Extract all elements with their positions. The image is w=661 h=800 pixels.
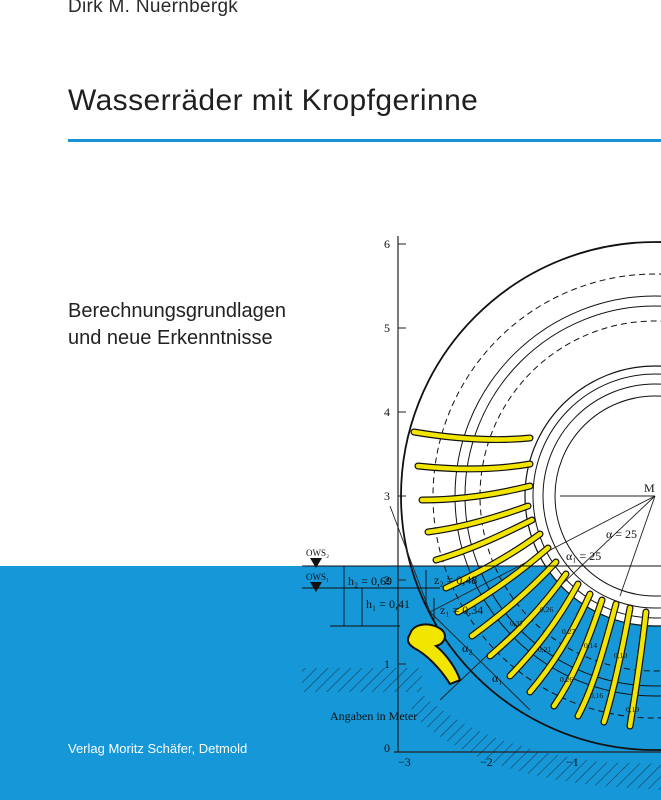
- y-tick-0: 0: [384, 741, 390, 755]
- z1-label: z₁ = 0,34: [440, 603, 483, 617]
- ows1-marker: [310, 582, 322, 592]
- y-tick-4: 4: [384, 405, 390, 419]
- alpha1b-label: α₁: [492, 671, 502, 685]
- h2-label: h₂ = 0,69: [348, 574, 392, 588]
- alpha-label: α = 25: [606, 527, 637, 541]
- small-values: 0,26 0,37 0,27 0,21 0,14 0,10 0,26 0,16 …: [510, 605, 639, 714]
- small-value: 0,21: [538, 645, 551, 654]
- wheel-inner-ring-2: [532, 373, 661, 619]
- y-tick-3: 3: [384, 489, 390, 503]
- x-tick-minus-3: −3: [398, 755, 411, 769]
- wheel-inner-ring-4: [554, 395, 661, 597]
- y-tick-6: 6: [384, 237, 390, 251]
- center-label: M: [644, 481, 655, 495]
- y-ticks-marks: [398, 243, 406, 665]
- title-underline: [68, 139, 661, 142]
- subtitle-line-2: und neue Erkenntnisse: [68, 327, 273, 349]
- ground-hatch-arc: [410, 692, 661, 790]
- y-tick-2: 2: [384, 573, 390, 587]
- units-note: Angaben in Meter: [330, 709, 417, 723]
- wheel-inner-ring-3: [542, 383, 661, 609]
- small-value: 0,19: [626, 705, 639, 714]
- wheel-dashed-circle-1: [432, 273, 661, 719]
- buckets-fill: [411, 429, 649, 729]
- x-tick-minus-2: −2: [480, 755, 493, 769]
- ows2-label: OWS₂: [306, 548, 329, 558]
- subtitle-line-1: Berechnungsgrundlagen: [68, 300, 286, 322]
- wheel-outer-rim: [400, 241, 661, 751]
- small-value: 0,16: [590, 691, 603, 700]
- h1-label: h₁ = 0,41: [366, 597, 410, 611]
- book-subtitle: Berechnungsgrundlagen und neue Erkenntni…: [68, 298, 286, 352]
- alpha1-label: α₁ = 25: [566, 549, 601, 563]
- sluice-gate: [406, 623, 462, 686]
- book-title: Wasserräder mit Kropfgerinne: [68, 84, 479, 117]
- ground-hatch: [302, 668, 422, 692]
- wheel-dashed-circle-2: [479, 320, 661, 672]
- ows2-marker: [310, 558, 322, 568]
- y-tick-1: 1: [384, 657, 390, 671]
- small-value: 0,26: [560, 675, 573, 684]
- alpha2-label: α₂: [462, 641, 472, 655]
- small-value: 0,26: [540, 605, 553, 614]
- small-value: 0,27: [562, 627, 575, 636]
- small-value: 0,14: [584, 641, 597, 650]
- publisher: Verlag Moritz Schäfer, Detmold: [68, 741, 248, 756]
- author-name: Dirk M. Nuernbergk: [68, 0, 239, 17]
- ows1-label: OWS₁: [306, 572, 329, 582]
- x-tick-minus-1: −1: [566, 755, 579, 769]
- y-tick-5: 5: [384, 321, 390, 335]
- dimension-lines: [330, 566, 435, 627]
- small-value: 0,10: [614, 651, 627, 660]
- small-value: 0,37: [510, 619, 523, 628]
- z2-label: z₂ = 0,48: [434, 573, 477, 587]
